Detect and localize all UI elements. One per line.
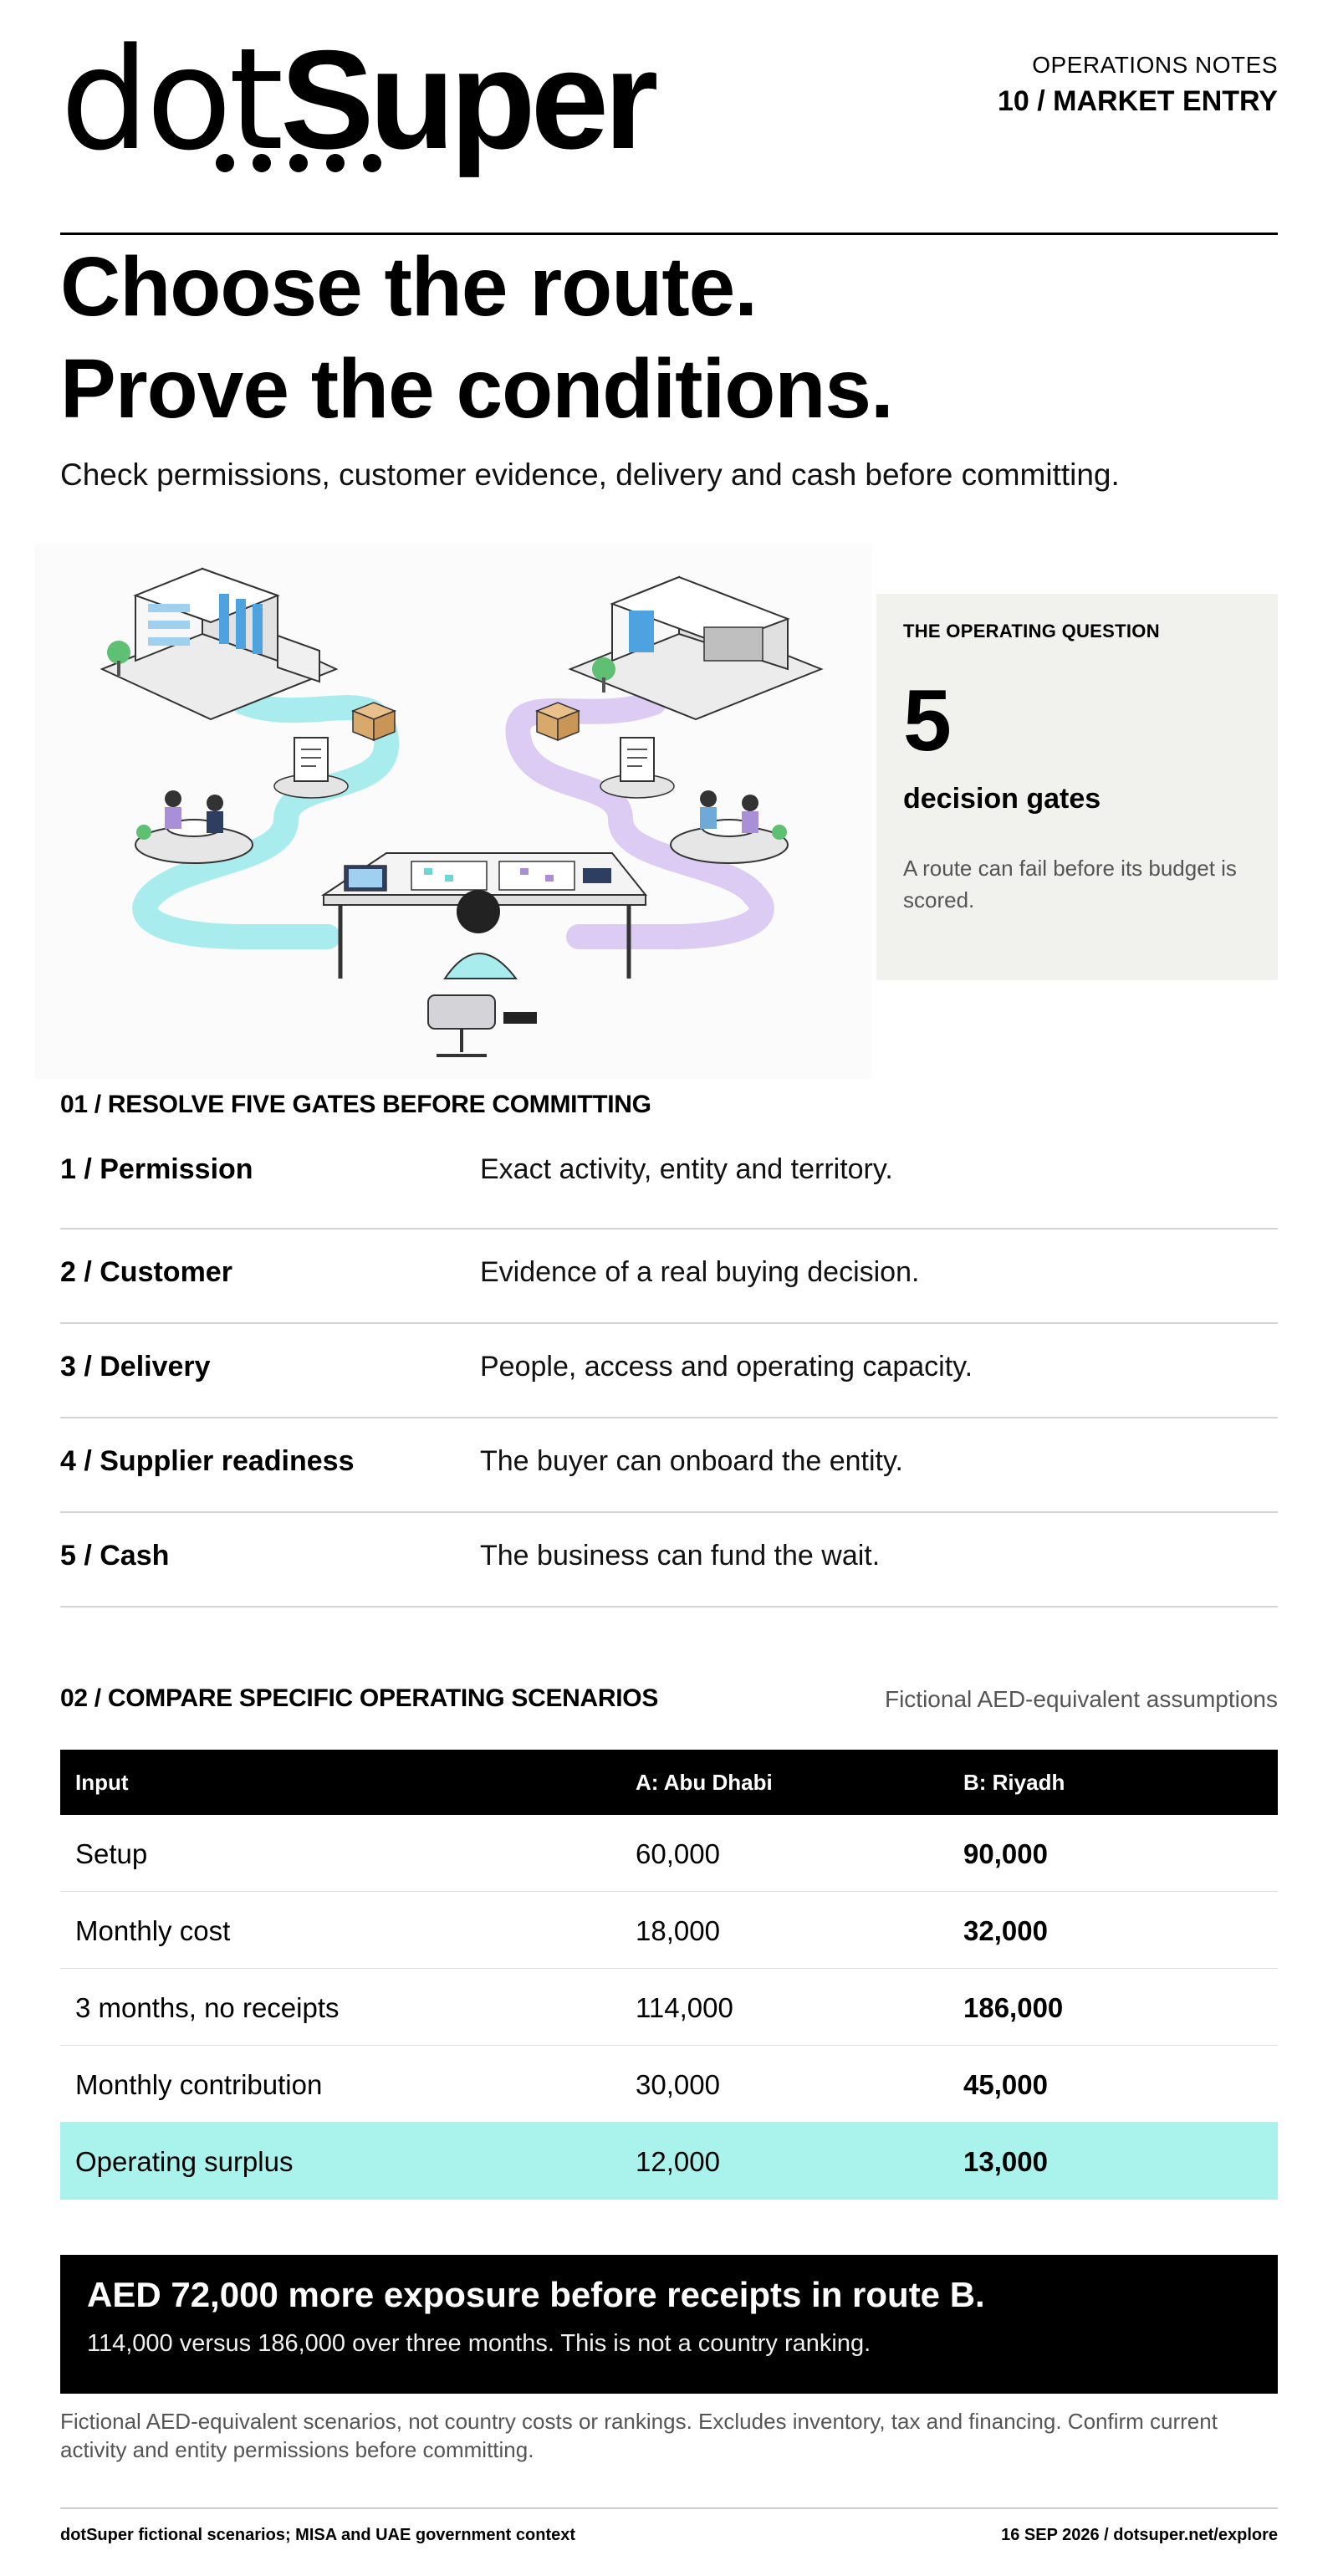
gate-description: The buyer can onboard the entity. bbox=[480, 1445, 903, 1477]
headline-line-1: Choose the route. bbox=[60, 240, 758, 334]
planner-desk-icon bbox=[320, 852, 648, 1057]
cell-route-b: 13,000 bbox=[963, 2146, 1048, 2177]
column-header-input: Input bbox=[75, 1770, 129, 1795]
logo-bold-part: Super bbox=[280, 21, 658, 178]
gate-row: 2 / Customer Evidence of a real buying d… bbox=[60, 1229, 1278, 1324]
scenarios-note: Fictional AED-equivalent assumptions bbox=[884, 1686, 1278, 1712]
header-eyebrow: OPERATIONS NOTES bbox=[1032, 52, 1278, 78]
gate-name: 3 / Delivery bbox=[60, 1351, 211, 1383]
document-icon bbox=[600, 737, 675, 799]
cell-route-a: 30,000 bbox=[636, 2069, 720, 2100]
footer-source: dotSuper fictional scenarios; MISA and U… bbox=[60, 2526, 576, 2544]
route-illustration bbox=[35, 544, 871, 1079]
meeting-table-icon bbox=[670, 790, 789, 864]
question-eyebrow: THE OPERATING QUESTION bbox=[903, 621, 1160, 641]
gate-name: 1 / Permission bbox=[60, 1153, 253, 1185]
footer-link[interactable]: 16 SEP 2026 / dotsuper.net/explore bbox=[1001, 2526, 1278, 2544]
question-note: A route can fail before its budget is sc… bbox=[903, 856, 1237, 912]
cell-route-b: 32,000 bbox=[963, 1915, 1048, 1946]
table-row: Setup 60,000 90,000 bbox=[60, 1815, 1278, 1892]
cell-route-a: 114,000 bbox=[636, 1992, 733, 2023]
section-title-gates: 01 / RESOLVE FIVE GATES BEFORE COMMITTIN… bbox=[60, 1091, 651, 1118]
footer-divider bbox=[60, 2507, 1278, 2509]
cell-route-b: 45,000 bbox=[963, 2069, 1048, 2100]
page-title: Choose the route. Prove the conditions. bbox=[60, 236, 1278, 440]
headline-line-2: Prove the conditions. bbox=[60, 342, 894, 436]
gate-name: 4 / Supplier readiness bbox=[60, 1445, 355, 1477]
header-divider bbox=[60, 233, 1278, 235]
cell-input: Monthly cost bbox=[75, 1915, 231, 1946]
route-illustration-svg bbox=[100, 567, 824, 1057]
logo-dot-icon bbox=[363, 154, 381, 172]
gate-row: 4 / Supplier readiness The buyer can onb… bbox=[60, 1418, 1278, 1513]
cell-route-a: 18,000 bbox=[636, 1915, 720, 1946]
logo-wordmark: dotSuper bbox=[60, 28, 658, 171]
meeting-table-icon bbox=[135, 790, 253, 864]
cell-input: Monthly contribution bbox=[75, 2069, 323, 2100]
cell-route-a: 60,000 bbox=[636, 1838, 720, 1869]
gate-description: People, access and operating capacity. bbox=[480, 1351, 973, 1383]
logo-dot-icon bbox=[289, 154, 308, 172]
warehouse-icon bbox=[568, 575, 824, 721]
callout-body: 114,000 versus 186,000 over three months… bbox=[87, 2330, 871, 2357]
logo-light-part: dot bbox=[60, 18, 283, 181]
section-title-scenarios: 02 / COMPARE SPECIFIC OPERATING SCENARIO… bbox=[60, 1684, 659, 1712]
column-header-route-b: B: Riyadh bbox=[963, 1770, 1065, 1795]
gate-description: Exact activity, entity and territory. bbox=[480, 1153, 893, 1185]
cell-route-a: 12,000 bbox=[636, 2146, 720, 2177]
table-row-highlighted: Operating surplus 12,000 13,000 bbox=[60, 2123, 1278, 2200]
document-icon bbox=[273, 737, 349, 799]
subheading: Check permissions, customer evidence, de… bbox=[60, 457, 1120, 492]
gate-row: 5 / Cash The business can fund the wait. bbox=[60, 1513, 1278, 1607]
header-meta: OPERATIONS NOTES 10 / MARKET ENTRY bbox=[998, 50, 1278, 122]
cell-input: Setup bbox=[75, 1838, 148, 1869]
logo-dot-icon bbox=[216, 154, 234, 172]
exposure-callout: AED 72,000 more exposure before receipts… bbox=[60, 2255, 1278, 2394]
logo-dot-icon bbox=[253, 154, 271, 172]
office-building-icon bbox=[100, 567, 339, 721]
table-row: Monthly cost 18,000 32,000 bbox=[60, 1892, 1278, 1969]
logo-dots bbox=[216, 154, 381, 174]
callout-title: AED 72,000 more exposure before receipts… bbox=[87, 2275, 985, 2314]
gate-row: 3 / Delivery People, access and operatin… bbox=[60, 1324, 1278, 1418]
package-icon bbox=[534, 702, 581, 742]
table-header: Input A: Abu Dhabi B: Riyadh bbox=[60, 1750, 1278, 1815]
cell-route-b: 186,000 bbox=[963, 1992, 1064, 2023]
page: dotSuper OPERATIONS NOTES 10 / MARKET EN… bbox=[35, 0, 1278, 2576]
package-icon bbox=[350, 702, 397, 742]
question-number: 5 bbox=[903, 672, 952, 769]
gate-row: 1 / Permission Exact activity, entity an… bbox=[60, 1126, 1278, 1229]
question-label: decision gates bbox=[903, 783, 1101, 815]
logo-dot-icon bbox=[326, 154, 345, 172]
table-row: Monthly contribution 30,000 45,000 bbox=[60, 2046, 1278, 2123]
disclaimer: Fictional AED-equivalent scenarios, not … bbox=[60, 2409, 1218, 2462]
column-header-route-a: A: Abu Dhabi bbox=[636, 1770, 773, 1795]
operating-question-panel: THE OPERATING QUESTION 5 decision gates … bbox=[876, 594, 1278, 980]
gate-description: Evidence of a real buying decision. bbox=[480, 1256, 920, 1288]
cell-route-b: 90,000 bbox=[963, 1838, 1048, 1869]
cell-input: 3 months, no receipts bbox=[75, 1992, 340, 2023]
cell-input: Operating surplus bbox=[75, 2146, 294, 2177]
dotsuper-logo: dotSuper bbox=[60, 28, 658, 184]
gate-description: The business can fund the wait. bbox=[480, 1540, 881, 1572]
table-row: 3 months, no receipts 114,000 186,000 bbox=[60, 1969, 1278, 2046]
gates-list: 1 / Permission Exact activity, entity an… bbox=[60, 1126, 1278, 1607]
gate-name: 2 / Customer bbox=[60, 1256, 232, 1288]
header: dotSuper OPERATIONS NOTES 10 / MARKET EN… bbox=[60, 28, 1278, 235]
scenarios-table: Input A: Abu Dhabi B: Riyadh Setup 60,00… bbox=[60, 1750, 1278, 2200]
gate-name: 5 / Cash bbox=[60, 1540, 170, 1572]
header-issue: 10 / MARKET ENTRY bbox=[997, 85, 1278, 117]
